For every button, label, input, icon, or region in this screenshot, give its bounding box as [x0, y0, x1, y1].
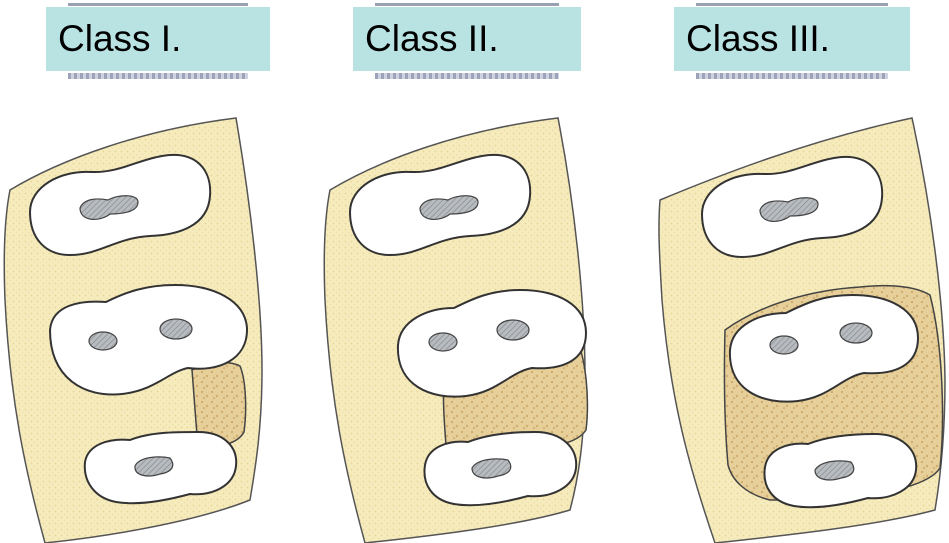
panel-class-3: Class III. [640, 0, 949, 543]
pulp [89, 332, 117, 350]
class-3-illustration [640, 0, 949, 543]
pulp [770, 336, 798, 354]
pulp [840, 323, 872, 343]
panel-class-1: Class I. [0, 0, 300, 543]
class-1-illustration [0, 0, 300, 543]
pulp [429, 333, 457, 351]
class-2-illustration [320, 0, 620, 543]
pulp [160, 319, 192, 339]
pulp [497, 320, 529, 340]
panel-class-2: Class II. [320, 0, 620, 543]
